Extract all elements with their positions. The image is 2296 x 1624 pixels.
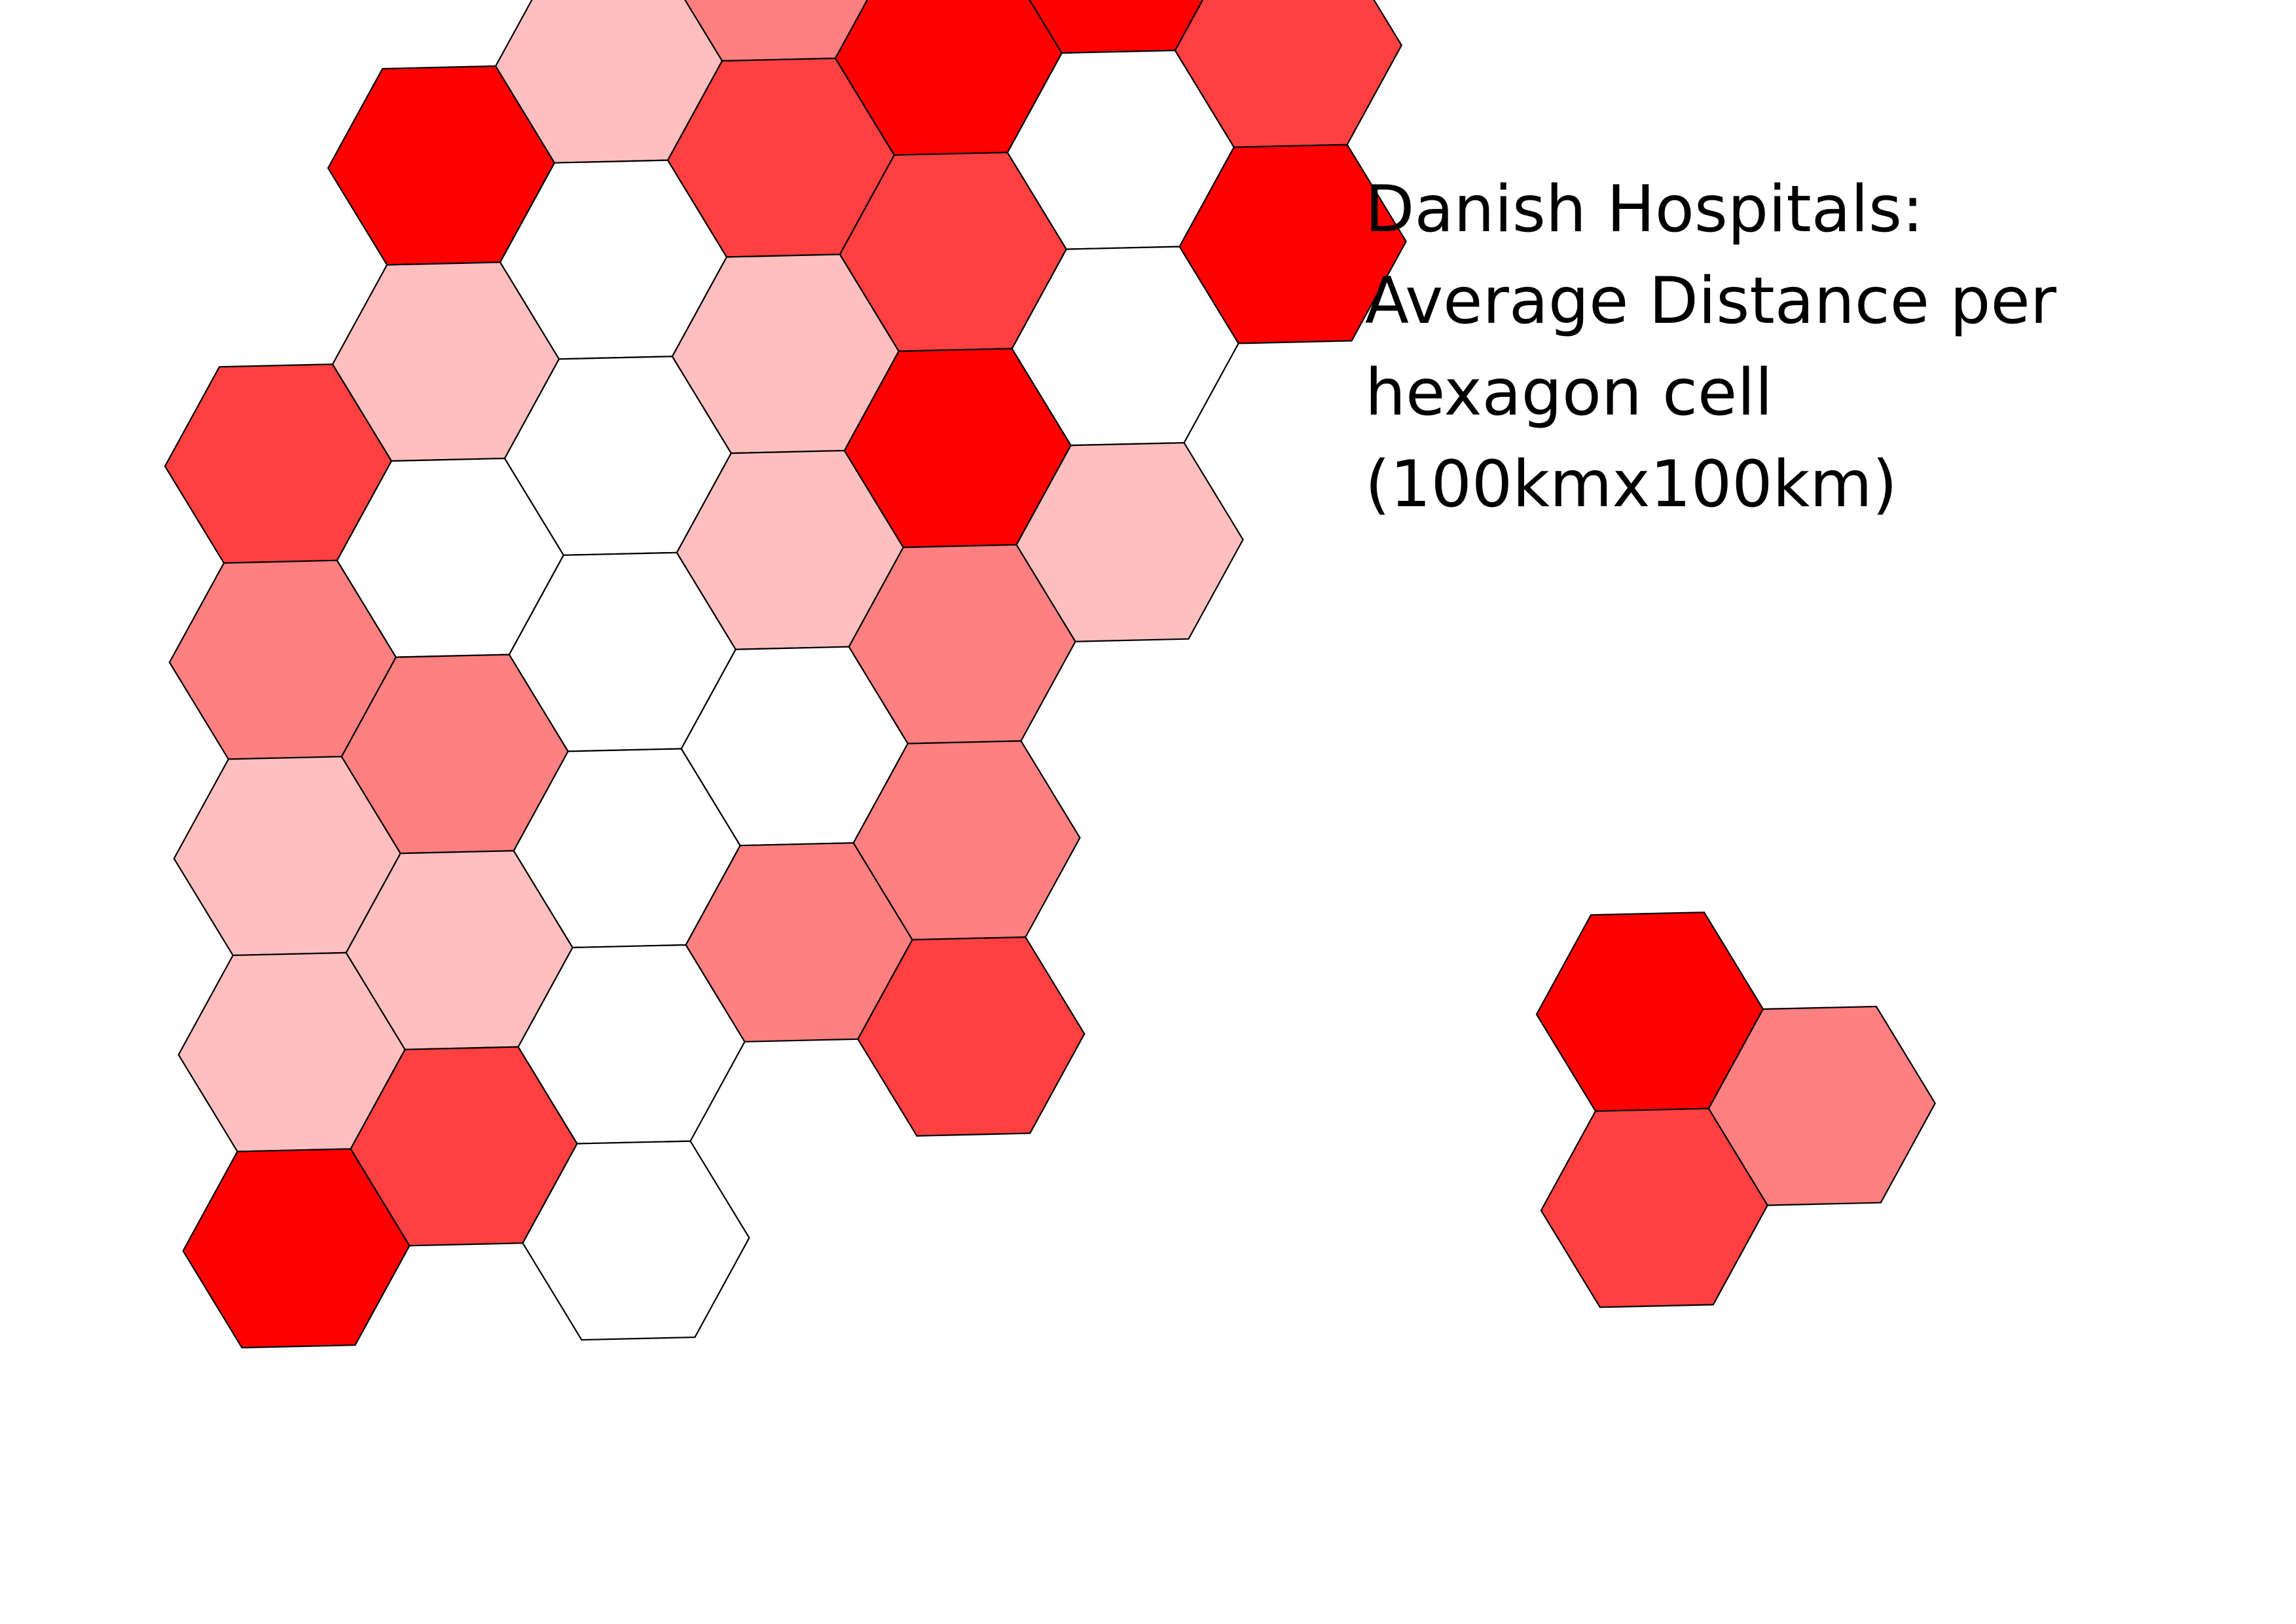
map-title-line: hexagon cell bbox=[1365, 356, 1773, 430]
hexagon-cells bbox=[164, 0, 1937, 1349]
hexagon-cell bbox=[522, 1140, 750, 1341]
map-title: Danish Hospitals: Average Distance per h… bbox=[1365, 164, 2216, 530]
hexagon-cell bbox=[1015, 442, 1244, 642]
map-title-line: (100kmx100km) bbox=[1365, 447, 1897, 522]
hexagon-cell bbox=[1707, 1005, 1937, 1206]
hexagon-cell bbox=[1178, 143, 1407, 344]
map-title-line: Average Distance per bbox=[1365, 264, 2057, 339]
map-title-line: Danish Hospitals: bbox=[1365, 172, 1924, 247]
hexagon-cell bbox=[857, 936, 1085, 1137]
